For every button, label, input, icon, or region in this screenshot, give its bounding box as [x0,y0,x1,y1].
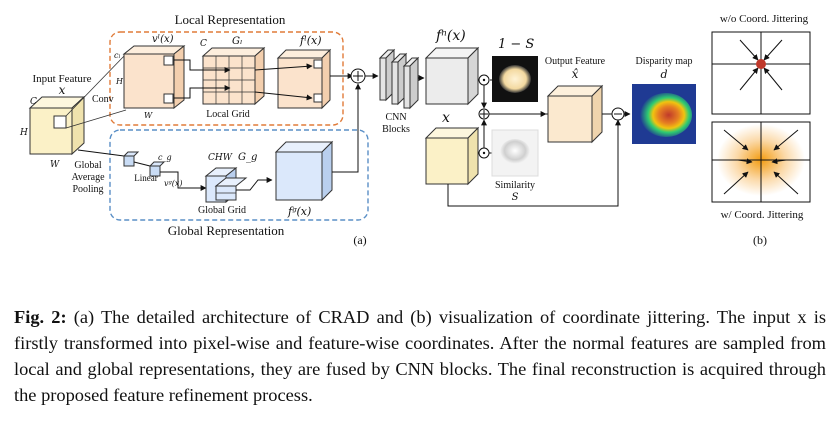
caption-label: Fig. 2: [14,307,67,327]
jitter-without-panel: w/o Coord. Jittering [711,13,811,115]
global-c: c_g [158,153,172,162]
w-jitter-label: w/ Coord. Jittering [721,209,804,221]
local-c: cₗ [114,51,120,60]
conv-label: Conv [92,94,114,105]
architecture-figure: Local Representation Global Representati… [19,12,811,247]
similarity-map: Similarity S [491,129,539,203]
panel-b-label: (b) [753,233,767,247]
local-out-label: fˡ(x) [299,34,322,47]
input-label: Input Feature [33,73,92,85]
input-feature-cube: Input Feature x C H W [19,73,92,170]
odot-top [478,74,490,86]
local-title: Local Representation [175,12,286,27]
global-representation-region: Global Representation [109,129,369,238]
gap-line-3: Pooling [72,184,103,195]
global-grid-label: Global Grid [198,205,246,216]
disparity-map: Disparity map d [632,56,696,144]
local-grid-g: Gₗ [232,36,242,47]
plus-middle [478,108,490,120]
input-w: W [50,160,60,170]
local-feature-cube: vˡ(x) cₗ H W [114,34,186,120]
input-c: C [30,97,37,107]
cnn-label-1: CNN [385,112,406,123]
global-out-label: fᵍ(x) [287,205,311,218]
s-label: S [512,192,519,203]
local-feat-label: vˡ(x) [152,34,174,45]
output-feature-label: Output Feature [545,56,606,67]
figure-caption: Fig. 2: (a) The detailed architecture of… [14,304,826,408]
cnn-blocks: CNN Blocks [378,48,420,135]
local-grid: C Gₗ Local Grid [200,36,266,120]
x2-label: x [442,110,450,126]
xhat-label: x̂ [572,67,579,81]
fn-label: fⁿ(x) [435,28,466,44]
local-grid-label: Local Grid [206,109,250,120]
local-representation-region: Local Representation [109,12,344,126]
cnn-label-2: Blocks [382,124,410,135]
input-h: H [19,128,28,138]
local-h: H [115,77,124,86]
wo-jitter-label: w/o Coord. Jittering [720,13,809,25]
local-output-cube: fˡ(x) [276,34,332,110]
local-w: W [144,111,153,120]
input-var: x [59,83,66,97]
gap-line-2: Average [71,172,105,183]
d-label: d [660,68,667,81]
x-cube: x [424,110,480,186]
gap-line-1: Global [74,160,101,171]
similarity-label: Similarity [495,180,535,191]
fusion-plus-node [350,68,366,84]
global-feat-label: vᵍ(x) [164,179,182,188]
global-grid-g: G_g [238,152,257,163]
global-grid-chw: CHW [208,153,233,163]
caption-text: (a) The detailed architecture of CRAD an… [14,307,826,405]
global-vector: Linear c_g vᵍ(x) [122,151,182,188]
jitter-with-panel: w/ Coord. Jittering [711,121,811,221]
linear-label: Linear [134,173,157,183]
panel-a-label: (a) [353,233,366,247]
local-grid-c: C [200,39,207,49]
odot-bottom [478,147,490,159]
global-title: Global Representation [168,223,285,238]
one-minus-s-label: 1 − S [498,37,534,52]
fn-cube: fⁿ(x) [424,28,480,106]
global-output-cube: fᵍ(x) [274,140,334,218]
one-minus-s-map: 1 − S [492,37,538,102]
global-grid: CHW G_g Global Grid [198,152,257,216]
output-feature-cube: Output Feature x̂ [545,56,606,144]
disparity-label: Disparity map [636,56,693,67]
minus-node [611,107,625,121]
